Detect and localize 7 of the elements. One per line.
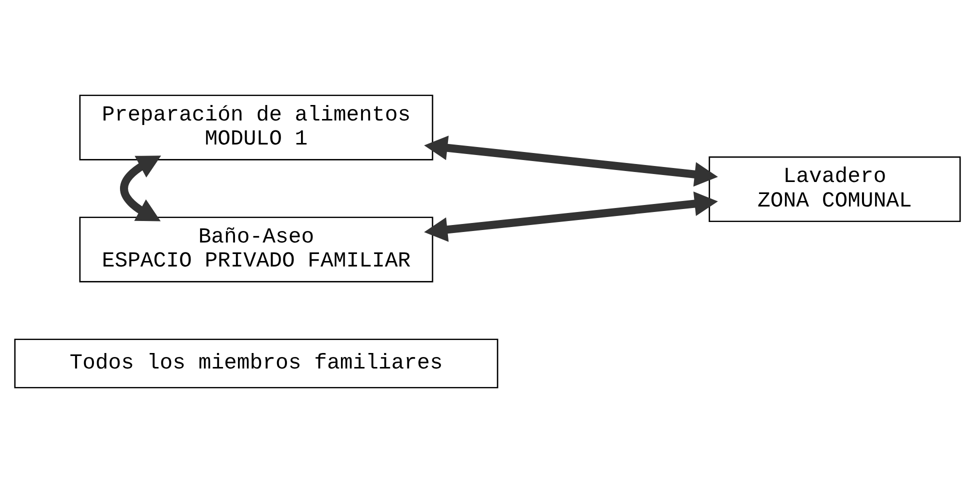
arrow bbox=[424, 192, 718, 242]
arrow bbox=[120, 156, 162, 222]
node-box: Baño-Aseo ESPACIO PRIVADO FAMILIAR bbox=[79, 216, 434, 282]
node-box: Todos los miembros familiares bbox=[14, 338, 498, 388]
node-box: Preparación de alimentos MODULO 1 bbox=[79, 94, 434, 160]
arrow bbox=[424, 136, 718, 187]
node-box: Lavadero ZONA COMUNAL bbox=[708, 156, 961, 222]
